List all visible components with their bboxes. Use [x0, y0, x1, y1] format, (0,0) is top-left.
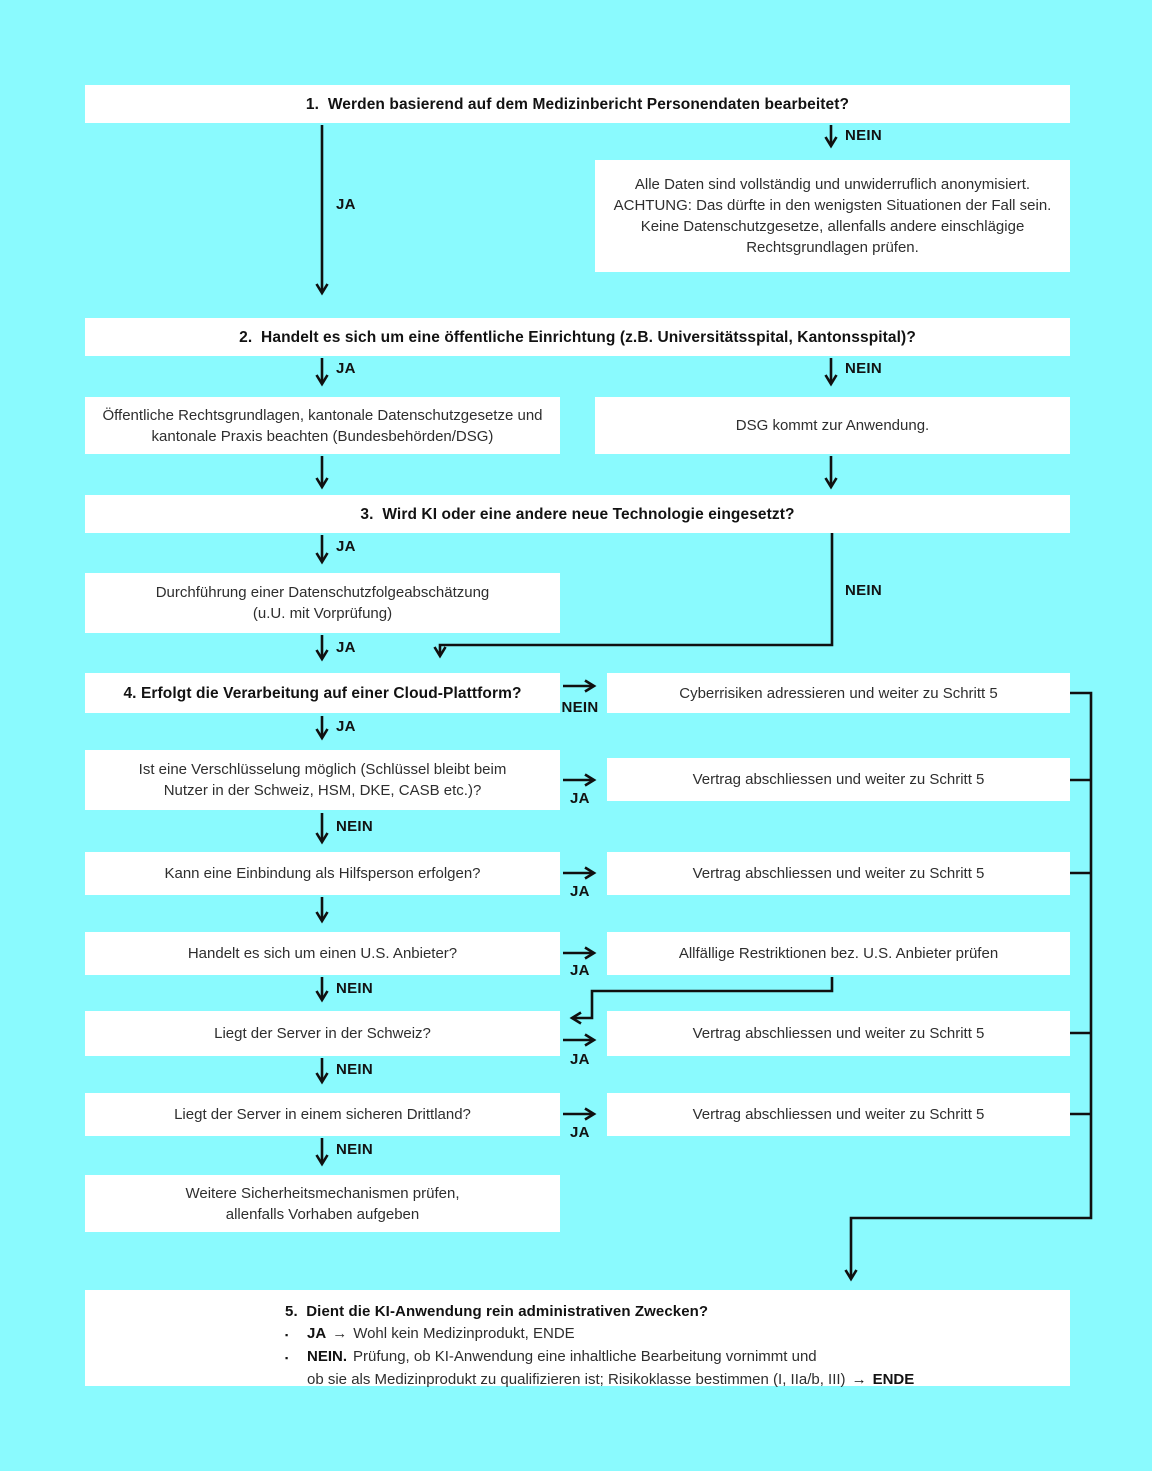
question-server-drittland: Liegt der Server in einem sicheren Dritt… — [85, 1093, 560, 1136]
item-ja-keyword: JA — [307, 1325, 327, 1342]
ende-keyword: ENDE — [872, 1371, 915, 1388]
answer-weitere-line1: Weitere Sicherheitsmechanismen prüfen, — [185, 1184, 460, 1202]
answer-anonymisiert-line1: Alle Daten sind vollständig und unwiderr… — [634, 176, 1031, 193]
question-5-item-nein: ▪ NEIN. Prüfung, ob KI-Anwendung eine in… — [285, 1346, 914, 1369]
answer-cyberrisiken: Cyberrisiken adressieren und weiter zu S… — [607, 673, 1070, 713]
answer-anonymisiert-line2: ACHTUNG: Das dürfte in den wenigsten Sit… — [613, 197, 1052, 214]
right-arrow-icon: → — [332, 1325, 348, 1342]
item-nein-text: Prüfung, ob KI-Anwendung eine inhaltlich… — [353, 1348, 817, 1365]
nein-label: NEIN — [336, 980, 374, 997]
ja-label: JA — [336, 639, 356, 656]
nein-label: NEIN — [845, 127, 883, 144]
answer-weitere-sicherheitsmechanismen: Weitere Sicherheitsmechanismen prüfen, a… — [85, 1175, 560, 1232]
ja-label: JA — [336, 196, 356, 213]
answer-dsg: DSG kommt zur Anwendung. — [595, 397, 1070, 454]
nein-label: NEIN — [336, 818, 374, 835]
answer-dsfa-line1: Durchführung einer Datenschutzfolgeabsch… — [155, 584, 490, 601]
answer-oeffentliche-line2: kantonale Praxis beachten (Bundesbehörde… — [151, 427, 494, 445]
question-5-item-ja: ▪ JA → Wohl kein Medizinprodukt, ENDE — [285, 1323, 914, 1346]
question-hilfsperson: Kann eine Einbindung als Hilfsperson erf… — [85, 852, 560, 895]
nein-label: NEIN — [845, 582, 883, 599]
question-5-content: 5. Dient die KI-Anwendung rein administr… — [285, 1301, 914, 1391]
question-4: 4. Erfolgt die Verarbeitung auf einer Cl… — [85, 673, 560, 713]
answer-vertrag-2: Vertrag abschliessen und weiter zu Schri… — [607, 852, 1070, 895]
question-5-item-nein-continued: ob sie als Medizinprodukt zu qualifizier… — [285, 1369, 914, 1391]
ja-label: JA — [336, 538, 356, 555]
question-server-schweiz: Liegt der Server in der Schweiz? — [85, 1011, 560, 1056]
question-1: 1. Werden basierend auf dem Medizinberic… — [85, 85, 1070, 123]
question-3: 3. Wird KI oder eine andere neue Technol… — [85, 495, 1070, 533]
nein-label: NEIN — [845, 360, 883, 377]
item-nein-text-2: ob sie als Medizinprodukt zu qualifizier… — [307, 1371, 846, 1388]
nein-label: NEIN — [336, 1061, 374, 1078]
answer-vertrag-1: Vertrag abschliessen und weiter zu Schri… — [607, 758, 1070, 801]
ja-label: JA — [336, 718, 356, 735]
question-verschluesselung: Ist eine Verschlüsselung möglich (Schlüs… — [85, 750, 560, 810]
answer-anonymisiert: Alle Daten sind vollständig und unwiderr… — [595, 160, 1070, 272]
ja-label: JA — [570, 1051, 590, 1068]
ja-label: JA — [570, 790, 590, 807]
ja-label: JA — [336, 360, 356, 377]
ja-label: JA — [570, 1124, 590, 1141]
nein-label: NEIN — [561, 699, 599, 716]
question-us-anbieter: Handelt es sich um einen U.S. Anbieter? — [85, 932, 560, 975]
question-verschluesselung-line2: Nutzer in der Schweiz, HSM, DKE, CASB et… — [163, 782, 482, 799]
item-ja-text: Wohl kein Medizinprodukt, ENDE — [353, 1325, 575, 1342]
right-arrow-icon: → — [851, 1371, 867, 1388]
answer-vertrag-3: Vertrag abschliessen und weiter zu Schri… — [607, 1011, 1070, 1056]
answer-anonymisiert-line3: Keine Datenschutzgesetze, allenfalls and… — [640, 218, 1025, 235]
question-verschluesselung-line1: Ist eine Verschlüsselung möglich (Schlüs… — [138, 761, 507, 778]
answer-restriktionen: Allfällige Restriktionen bez. U.S. Anbie… — [607, 932, 1070, 975]
bullet-icon: ▪ — [285, 1330, 289, 1340]
answer-vertrag-4: Vertrag abschliessen und weiter zu Schri… — [607, 1093, 1070, 1136]
ja-label: JA — [570, 883, 590, 900]
answer-dsfa-line2: (u.U. mit Vorprüfung) — [252, 605, 393, 622]
question-5-title: 5. Dient die KI-Anwendung rein administr… — [285, 1303, 709, 1320]
question-5: 5. Dient die KI-Anwendung rein administr… — [85, 1290, 1070, 1388]
item-nein-keyword: NEIN. — [307, 1348, 348, 1365]
answer-dsfa: Durchführung einer Datenschutzfolgeabsch… — [85, 573, 560, 633]
answer-anonymisiert-line4: Rechtsgrundlagen prüfen. — [746, 239, 919, 256]
nein-label: NEIN — [336, 1141, 374, 1158]
answer-oeffentliche-rechtsgrundlagen: Öffentliche Rechtsgrundlagen, kantonale … — [85, 397, 560, 454]
bullet-icon: ▪ — [285, 1353, 289, 1363]
answer-weitere-line2: allenfalls Vorhaben aufgeben — [225, 1205, 420, 1223]
question-2: 2. Handelt es sich um eine öffentliche E… — [85, 318, 1070, 356]
ja-label: JA — [570, 962, 590, 979]
answer-oeffentliche-line1: Öffentliche Rechtsgrundlagen, kantonale … — [102, 406, 543, 424]
